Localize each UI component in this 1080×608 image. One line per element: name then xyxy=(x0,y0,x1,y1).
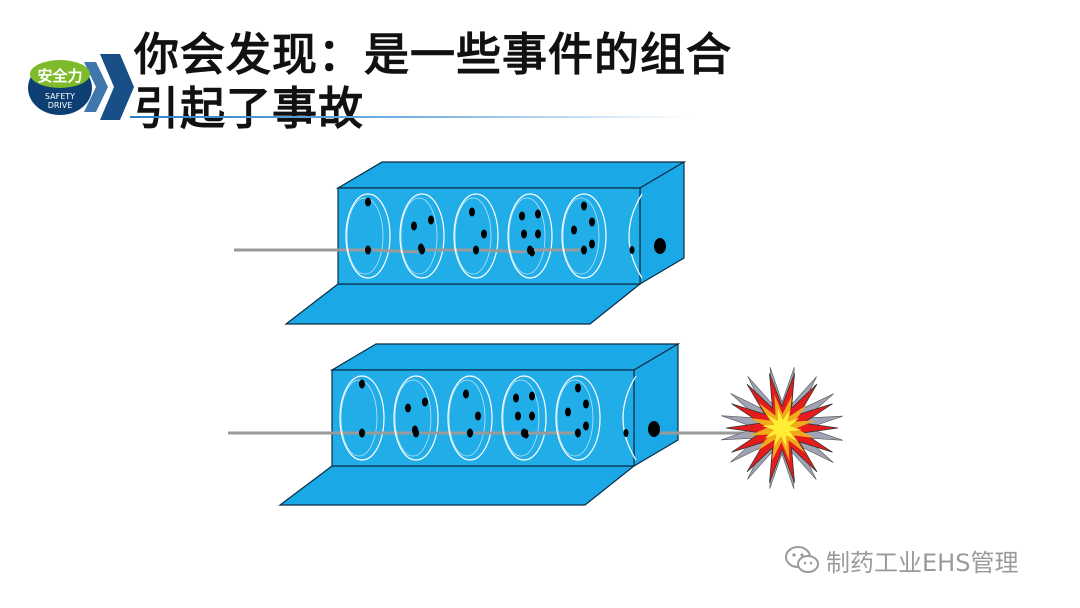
exit-hole xyxy=(654,238,666,254)
wire-segment xyxy=(371,248,419,254)
disk-rim xyxy=(502,379,540,457)
disk-hole xyxy=(535,209,541,219)
box-top-face xyxy=(335,161,687,189)
box-top-face xyxy=(329,343,681,371)
disk-hole xyxy=(463,389,469,399)
disk-outline xyxy=(501,375,547,461)
logo: 安全力 SAFETY DRIVE xyxy=(22,52,134,126)
box-front-face xyxy=(331,369,635,467)
disk-rim xyxy=(562,197,600,275)
box-base-plate xyxy=(284,283,642,325)
barrier-disk xyxy=(453,193,527,279)
watermark-text: 制药工业EHS管理 xyxy=(826,548,1019,577)
barrier-disk xyxy=(555,375,601,461)
disk-hole xyxy=(529,247,535,257)
barrier-disk xyxy=(339,375,412,461)
disk-hole xyxy=(422,397,428,407)
disk-hole xyxy=(589,217,595,227)
barrier-disk xyxy=(399,193,472,279)
disk-hole xyxy=(529,391,535,401)
barrier-disk xyxy=(447,375,520,461)
disk-hole xyxy=(529,411,535,421)
logo-green-band xyxy=(30,60,90,88)
logo-en-line1: SAFETY xyxy=(45,92,75,101)
wechat-icon xyxy=(785,546,819,573)
disk-rim xyxy=(400,197,438,275)
barrier-disk-edge xyxy=(628,193,643,279)
disk-outline xyxy=(345,193,391,279)
burst-inner-layer xyxy=(762,408,802,448)
disk-hole xyxy=(515,411,521,421)
disk-hole xyxy=(469,207,475,217)
disk-hole xyxy=(467,428,473,438)
page-title: 你会发现：是一些事件的组合引起了事故 xyxy=(134,28,733,135)
disk-rim xyxy=(508,197,546,275)
disk-outline xyxy=(339,375,385,461)
barrier-disk xyxy=(507,193,580,279)
disk-hole xyxy=(581,245,587,255)
barrier-disk xyxy=(345,193,419,279)
chevron-icon xyxy=(100,54,134,120)
disk-hole xyxy=(575,428,581,438)
disk-hole xyxy=(365,245,371,255)
title-underline xyxy=(130,116,690,118)
disk-outline xyxy=(399,193,445,279)
exit-hole xyxy=(648,421,660,437)
chevron-small-icon xyxy=(84,62,108,112)
disk-rim xyxy=(556,379,594,457)
disk-hole xyxy=(411,221,417,231)
disk-hole xyxy=(565,407,571,417)
barrier-disk xyxy=(393,375,466,461)
disk-hole xyxy=(513,393,519,403)
safety-drive-logo: 安全力 SAFETY DRIVE xyxy=(28,54,134,120)
disk-hole xyxy=(365,197,371,207)
disk-hole xyxy=(359,428,365,438)
disk-rim xyxy=(454,197,492,275)
disk-hole xyxy=(575,383,581,393)
disk-outline xyxy=(561,193,607,279)
wire-segment xyxy=(479,248,527,254)
disk-rim xyxy=(394,379,432,457)
box-base-plate xyxy=(278,465,636,506)
disk-hole xyxy=(583,421,589,431)
disk-hole xyxy=(623,429,629,437)
disk-hole xyxy=(535,229,541,239)
disk-hole xyxy=(428,215,434,225)
disk-hole xyxy=(571,225,577,235)
disk-hole xyxy=(589,239,595,249)
disk-hole xyxy=(523,429,529,439)
disk-hole xyxy=(629,246,635,254)
barrier-row-lower xyxy=(228,342,843,506)
disk-hole xyxy=(519,211,525,221)
disk-hole xyxy=(475,411,481,421)
disk-outline xyxy=(393,375,439,461)
logo-en-line2: DRIVE xyxy=(48,101,73,110)
watermark: 制药工业EHS管理 xyxy=(784,543,1018,577)
disk-hole xyxy=(481,229,487,239)
disk-hole xyxy=(405,403,411,413)
disk-outline xyxy=(453,193,499,279)
disk-rim xyxy=(448,379,486,457)
disk-hole xyxy=(473,245,479,255)
disk-outline xyxy=(507,193,553,279)
logo-cn-text: 安全力 xyxy=(37,67,82,85)
barrier-row-upper xyxy=(234,160,687,325)
disk-outline xyxy=(447,375,493,461)
disk-hole xyxy=(583,399,589,409)
disk-outline xyxy=(555,375,601,461)
barrier-disk-edge xyxy=(622,375,637,461)
explosion-burst xyxy=(721,367,843,489)
disk-hole xyxy=(521,229,527,239)
disk-hole xyxy=(359,379,365,389)
disk-rim xyxy=(346,197,384,275)
box-front-face xyxy=(337,187,641,285)
disk-hole xyxy=(581,201,587,211)
disk-hole xyxy=(412,425,418,435)
disk-hole xyxy=(418,243,424,253)
barrier-disk xyxy=(561,193,607,279)
disk-rim xyxy=(340,379,378,457)
barrier-disk xyxy=(501,375,574,461)
